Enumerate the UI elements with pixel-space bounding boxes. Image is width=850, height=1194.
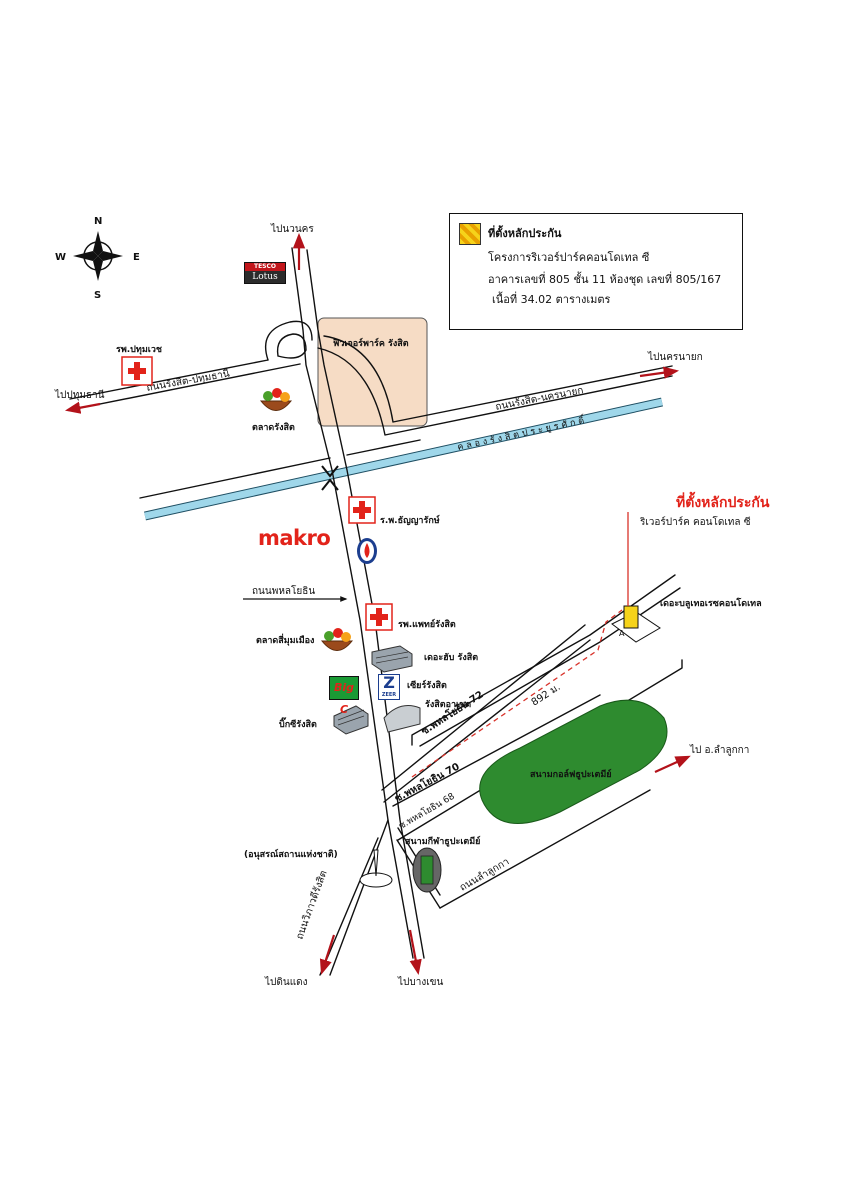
- label-to-pathum-thani: ไปปทุมธานี: [54, 389, 105, 401]
- lotus-logo-name: Lotus: [252, 272, 278, 282]
- label-stadium: สนามกีฬาธูปะเตมีย์: [405, 835, 480, 847]
- rangsit-nakhon-nayok-road: [317, 347, 673, 436]
- canal: [144, 397, 663, 521]
- label-rangsit-nakhon-nayok-road: ถนนรังสิต-นครนายก: [494, 385, 584, 413]
- legend-project: โครงการริเวอร์ปาร์คคอนโดเทล ซี: [488, 251, 650, 264]
- hospital-paet-rangsit-icon: [365, 603, 393, 631]
- legend-box: ที่ตั้งหลักประกัน โครงการริเวอร์ปาร์คคอน…: [449, 213, 743, 330]
- label-future-park: ฟิวเจอร์พาร์ค รังสิต: [332, 337, 408, 349]
- hospital-pathumvej-icon: [121, 356, 153, 386]
- label-zeer: เซียร์รังสิต: [407, 679, 447, 691]
- zeer-logo: Z ZEER: [378, 674, 400, 700]
- target-condo-block: A: [611, 605, 661, 643]
- legend-building: อาคารเลขที่ 805 ชั้น 11 ห้องชุด เลขที่ 8…: [488, 273, 722, 286]
- big-c-logo: Big C: [329, 676, 359, 716]
- target-title: ที่ตั้งหลักประกัน: [676, 495, 770, 511]
- ptt-station-icon: [357, 538, 377, 564]
- rangsit-arcade-building-icon: [383, 705, 421, 733]
- legend-title: ที่ตั้งหลักประกัน: [488, 227, 562, 240]
- rangsit-pathum-road: [69, 363, 301, 411]
- svg-text:A: A: [619, 629, 625, 638]
- collateral-swatch: [459, 223, 481, 245]
- the-hub-building-icon: [371, 645, 413, 673]
- zeer-logo-letter: Z: [383, 673, 395, 692]
- label-vibhavadi-road: ถนนวิภาวดีรังสิต: [294, 869, 330, 941]
- soi-72-road: [381, 624, 586, 791]
- label-lam-luk-ka-road: ถนนลำลูกกา: [458, 856, 511, 893]
- label-thanyarak-hospital: ร.พ.ธัญญารักษ์: [380, 514, 440, 526]
- tesco-lotus-logo: TESCO Lotus: [244, 262, 286, 284]
- label-to-nakhon-nayok: ไปนครนายก: [647, 351, 703, 363]
- soi-70-road: [392, 694, 601, 807]
- compass-north-label: N: [94, 216, 102, 227]
- label-rangsit-pathum-road: ถนนรังสิต-ปทุมธานี: [145, 367, 230, 393]
- market-si-mum-muang-icon: [320, 628, 354, 651]
- label-to-din-daeng: ไปดินแดง: [264, 976, 308, 988]
- future-park-block: [317, 317, 428, 427]
- label-big-c-rangsit: บิ๊กซีรังสิต: [279, 717, 317, 730]
- label-to-bang-khen: ไปบางเขน: [397, 976, 443, 988]
- label-paet-rangsit-hospital: รพ.แพทย์รังสิต: [398, 618, 456, 630]
- label-si-mum-muang-market: ตลาดสี่มุมเมือง: [256, 633, 314, 646]
- label-rangsit-market: ตลาดรังสิต: [252, 422, 295, 433]
- arrow-bang-khen: [408, 929, 422, 976]
- stadium-icon: [412, 847, 442, 893]
- legend-area: เนื้อที่ 34.02 ตารางเมตร: [492, 293, 611, 306]
- monument-icon: [359, 849, 393, 888]
- label-monument: (อนุสรณ์สถานแห่งชาติ): [244, 848, 338, 860]
- arrow-nakhon-nayok: [639, 366, 680, 379]
- label-canal: คลองรังสิตประยูรศักดิ์: [456, 413, 588, 453]
- soi-68-road: [411, 574, 676, 746]
- target-subtitle: ริเวอร์ปาร์ค คอนโดเทล ซี: [640, 517, 751, 528]
- label-pathumvej-hospital: รพ.ปทุมเวช: [116, 344, 162, 355]
- golf-course: [479, 699, 668, 825]
- makro-logo: makro: [258, 526, 331, 550]
- big-c-building-icon: [333, 705, 369, 735]
- zeer-logo-word: ZEER: [381, 692, 397, 698]
- cross-street: [139, 457, 331, 499]
- label-the-hub: เดอะฮับ รังสิต: [424, 652, 478, 663]
- label-rangsit-arcade: รังสิตอาเขต: [425, 699, 471, 710]
- compass-rose: N S W E: [55, 216, 140, 301]
- market-rangsit-icon: [259, 388, 293, 411]
- bridge-marker: [321, 465, 339, 491]
- tesco-logo-brand: TESCO: [245, 263, 285, 271]
- route-dashed-line: [411, 609, 623, 778]
- arrow-pathum-thani: [64, 401, 101, 414]
- roads: [69, 247, 683, 976]
- compass-west-label: W: [55, 252, 66, 263]
- label-golf-course: สนามกอล์ฟธูปะเตมีย์: [530, 768, 612, 780]
- label-to-navanakorn: ไปนวนคร: [270, 223, 314, 235]
- label-phahon-yothin-road: ถนนพหลโยธิน: [252, 584, 315, 597]
- arrow-din-daeng: [319, 934, 336, 975]
- compass-south-label: S: [94, 290, 101, 301]
- compass-east-label: E: [133, 252, 140, 263]
- label-to-lam-luk-ka: ไป อ.ลำลูกกา: [689, 744, 749, 756]
- hospital-thanyarak-icon: [348, 496, 376, 524]
- arrow-lam-luk-ka: [654, 755, 691, 774]
- label-the-blue-condo: เดอะบลูเทอเรซคอนโดเทล: [660, 597, 762, 609]
- direction-arrows: [64, 232, 691, 976]
- vibhavadi-road: [329, 819, 389, 976]
